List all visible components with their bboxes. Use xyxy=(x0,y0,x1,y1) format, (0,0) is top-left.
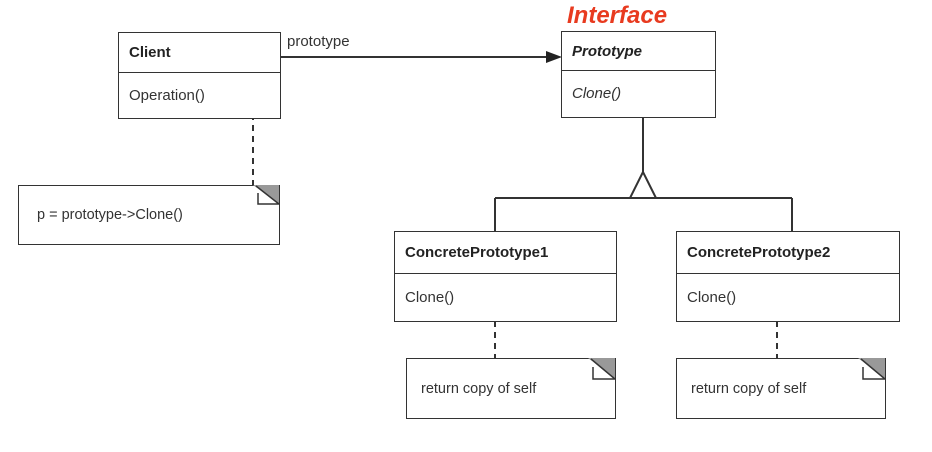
class-concrete-prototype-1-name: ConcretePrototype1 xyxy=(395,232,616,274)
class-prototype-name: Prototype xyxy=(562,32,715,71)
class-concrete-prototype-1[interactable]: ConcretePrototype1 Clone() xyxy=(394,231,617,322)
note-fold-icon xyxy=(858,358,886,380)
association-label: prototype xyxy=(287,33,350,50)
class-client[interactable]: Client Operation() xyxy=(118,32,281,119)
class-concrete-prototype-1-operation: Clone() xyxy=(405,288,455,306)
class-prototype-operation: Clone() xyxy=(572,85,622,102)
note-fold-icon xyxy=(588,358,616,380)
note-fold-icon xyxy=(253,185,280,205)
class-prototype[interactable]: Prototype Clone() xyxy=(561,31,716,118)
class-concrete-prototype-2[interactable]: ConcretePrototype2 Clone() xyxy=(676,231,900,322)
class-concrete-prototype-2-name: ConcretePrototype2 xyxy=(677,232,899,274)
note-concrete-prototype-2-text: return copy of self xyxy=(691,380,807,397)
class-client-operation: Operation() xyxy=(129,86,205,104)
class-client-name: Client xyxy=(119,33,280,73)
interface-stereotype-label: Interface xyxy=(567,2,668,29)
association-arrowhead xyxy=(546,51,562,63)
inheritance-triangle xyxy=(628,169,658,199)
note-client-text: p = prototype->Clone() xyxy=(37,207,183,223)
note-client: p = prototype->Clone() xyxy=(18,185,280,245)
note-concrete-prototype-1: return copy of self xyxy=(406,358,616,419)
note-concrete-prototype-2: return copy of self xyxy=(676,358,886,419)
class-concrete-prototype-2-operation: Clone() xyxy=(687,288,737,306)
note-concrete-prototype-1-text: return copy of self xyxy=(421,380,537,397)
